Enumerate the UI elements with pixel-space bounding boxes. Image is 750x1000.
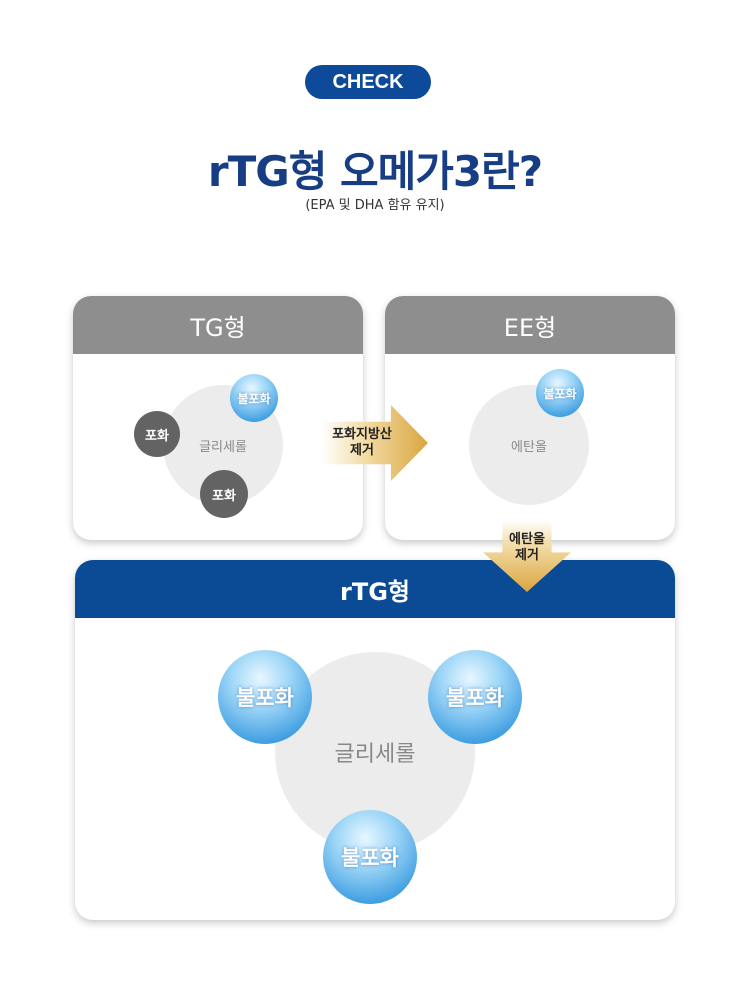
rtg-card-header: rTG형	[75, 560, 675, 618]
arrow-label-line: 제거	[515, 548, 539, 563]
page-subtitle: (EPA 및 DHA 함유 유지)	[305, 198, 445, 213]
unsaturated-bubble: 불포화	[218, 650, 312, 744]
arrow-label-line: 제거	[350, 443, 374, 458]
ee-card-header: EE형	[385, 296, 675, 354]
unsaturated-bubble: 불포화	[536, 369, 584, 417]
unsaturated-bubble: 불포화	[323, 810, 417, 904]
saturated-circle: 포화	[200, 470, 248, 518]
unsaturated-bubble: 불포화	[230, 374, 278, 422]
tg-card-header: TG형	[73, 296, 363, 354]
saturated-circle: 포화	[134, 411, 180, 457]
arrow-label-line: 포화지방산	[332, 426, 392, 442]
arrow-label-line: 에탄올	[509, 531, 545, 547]
unsaturated-bubble: 불포화	[428, 650, 522, 744]
page-title: rTG형 오메가3란?	[207, 147, 543, 196]
check-badge: CHECK	[305, 65, 431, 99]
